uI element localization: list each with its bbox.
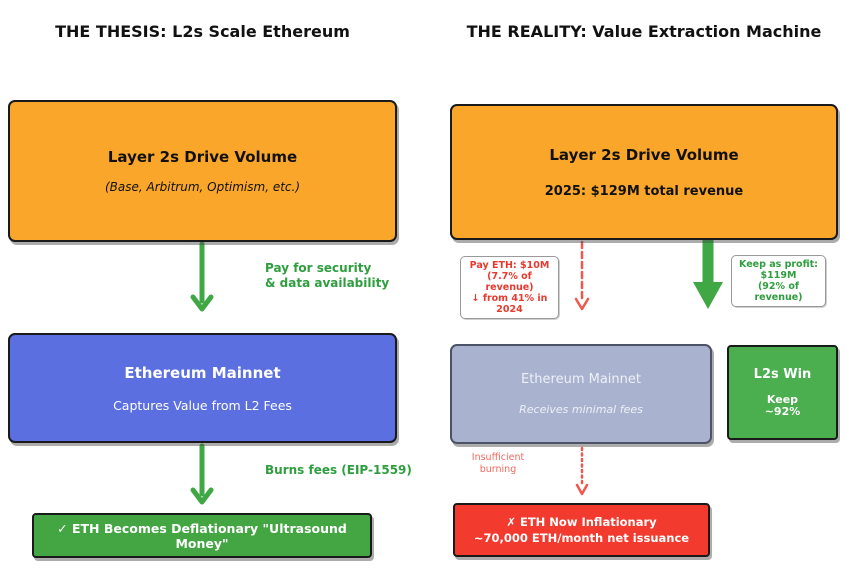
reality-insufficient-line1: Insufficient	[471, 452, 525, 463]
reality-pay-eth-tag: Pay ETH: $10M (7.7% of revenue) ↓ from 4…	[460, 256, 559, 319]
thesis-l2-volume-title: Layer 2s Drive Volume	[107, 148, 298, 166]
thesis-burn-arrow-icon	[190, 443, 214, 505]
reality-keep-profit-line2: $119M	[760, 270, 797, 281]
thesis-burns-label: Burns fees (EIP-1559)	[265, 463, 412, 477]
reality-pay-eth-line3: ↓ from 41% in 2024	[471, 293, 548, 315]
thesis-mainnet-box: Ethereum Mainnet Captures Value from L2 …	[8, 333, 397, 443]
reality-mainnet-box: Ethereum Mainnet Receives minimal fees	[450, 344, 712, 444]
thesis-pay-label-line1: Pay for security	[265, 261, 372, 275]
thesis-l2-volume-box: Layer 2s Drive Volume (Base, Arbitrum, O…	[8, 100, 397, 242]
reality-outcome-line1: ✗ ETH Now Inflationary	[506, 515, 657, 529]
reality-pay-eth-arrow-icon	[574, 240, 590, 311]
reality-keep-profit-arrow-icon	[693, 236, 723, 309]
reality-l2-volume-box: Layer 2s Drive Volume 2025: $129M total …	[450, 104, 838, 240]
reality-keep-profit-tag: Keep as profit: $119M (92% of revenue)	[731, 255, 826, 307]
reality-pay-eth-line2: (7.7% of revenue)	[485, 271, 534, 293]
reality-column-title: THE REALITY: Value Extraction Machine	[466, 22, 822, 41]
thesis-pay-label: Pay for security & data availability	[265, 261, 389, 291]
reality-outcome-box: ✗ ETH Now Inflationary ~70,000 ETH/month…	[453, 503, 710, 557]
reality-insufficient-burn-arrow-icon	[575, 446, 589, 496]
reality-l2-volume-title: Layer 2s Drive Volume	[549, 145, 739, 164]
reality-l2-volume-subtitle: 2025: $129M total revenue	[544, 183, 744, 199]
reality-keep-profit-line3: (92% of revenue)	[754, 281, 803, 303]
thesis-l2-volume-subtitle: (Base, Arbitrum, Optimism, etc.)	[104, 180, 301, 194]
thesis-column-title: THE THESIS: L2s Scale Ethereum	[55, 22, 350, 41]
reality-mainnet-title: Ethereum Mainnet	[520, 372, 641, 387]
reality-l2s-win-pct: ~92%	[764, 405, 801, 418]
reality-l2s-win-keep: Keep	[766, 393, 799, 406]
thesis-mainnet-subtitle: Captures Value from L2 Fees	[113, 397, 292, 413]
reality-insufficient-line2: burning	[479, 464, 517, 475]
reality-outcome-line2: ~70,000 ETH/month net issuance	[473, 531, 690, 545]
thesis-mainnet-title: Ethereum Mainnet	[124, 363, 281, 382]
reality-keep-profit-line1: Keep as profit:	[739, 259, 818, 270]
reality-insufficient-label: Insufficient burning	[467, 452, 529, 476]
reality-l2s-win-title: L2s Win	[753, 367, 812, 382]
reality-l2s-win-box: L2s Win Keep ~92%	[727, 345, 838, 440]
thesis-pay-arrow-icon	[190, 241, 214, 312]
reality-mainnet-subtitle: Receives minimal fees	[519, 403, 643, 416]
thesis-pay-label-line2: & data availability	[265, 276, 390, 290]
thesis-outcome-text: ✓ ETH Becomes Deflationary "Ultrasound M…	[57, 520, 347, 551]
thesis-outcome-box: ✓ ETH Becomes Deflationary "Ultrasound M…	[32, 513, 372, 558]
reality-pay-eth-line1: Pay ETH: $10M	[469, 260, 550, 271]
